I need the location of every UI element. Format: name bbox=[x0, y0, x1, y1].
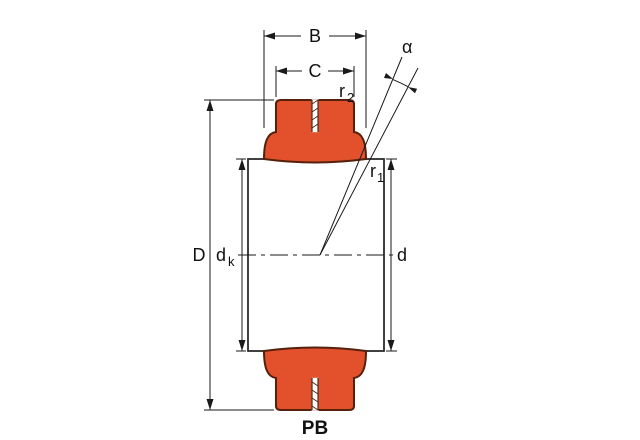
dimension-annotations: B C α r bbox=[193, 26, 419, 411]
label-r2-subscript: 2 bbox=[347, 90, 354, 105]
label-C: C bbox=[309, 61, 322, 81]
diagram-caption: PB bbox=[302, 418, 328, 439]
dimension-B: B bbox=[263, 26, 367, 128]
split-hatch-tick bbox=[311, 381, 319, 387]
arrowhead bbox=[384, 73, 393, 79]
split-hatch-tick bbox=[311, 107, 319, 113]
split-hatch-tick bbox=[311, 99, 319, 105]
arrowhead bbox=[387, 159, 395, 170]
label-r2: r bbox=[339, 81, 345, 101]
split-hatch-tick bbox=[311, 405, 319, 411]
label-D: D bbox=[193, 245, 206, 265]
dimension-alpha: α bbox=[319, 37, 419, 256]
split-hatch-tick bbox=[311, 123, 319, 129]
angle-arc bbox=[392, 78, 409, 88]
arrowhead bbox=[264, 32, 275, 40]
label-r1: r bbox=[370, 161, 376, 181]
split-hatch-tick bbox=[311, 389, 319, 395]
split-hatch-tick bbox=[311, 115, 319, 121]
arrowhead bbox=[355, 32, 366, 40]
bearing-cross-section bbox=[238, 99, 398, 411]
arrowhead bbox=[387, 340, 395, 351]
dimension-dk: d k bbox=[216, 158, 246, 352]
arrowhead bbox=[276, 67, 287, 75]
dimension-r2: r 2 bbox=[339, 81, 354, 105]
tilt-line bbox=[319, 67, 419, 256]
arrowhead bbox=[206, 399, 214, 410]
arrowhead bbox=[206, 100, 214, 111]
label-alpha: α bbox=[402, 37, 412, 57]
label-dk: d bbox=[216, 245, 226, 265]
arrowhead bbox=[343, 67, 354, 75]
label-dk-subscript: k bbox=[228, 254, 235, 269]
dimension-D: D bbox=[193, 99, 274, 411]
dimension-C: C bbox=[275, 61, 355, 97]
dimension-r1: r 1 bbox=[370, 161, 384, 185]
outer-ring-split-bottom bbox=[311, 377, 319, 411]
dimension-d: d bbox=[386, 158, 407, 352]
split-gap bbox=[311, 99, 319, 133]
outer-ring-split-top bbox=[311, 99, 319, 133]
arrowhead bbox=[408, 87, 418, 94]
label-r1-subscript: 1 bbox=[377, 170, 384, 185]
label-d: d bbox=[397, 245, 407, 265]
arrowhead bbox=[238, 340, 246, 351]
split-hatch-tick bbox=[311, 397, 319, 403]
tilt-line bbox=[319, 56, 403, 256]
label-B: B bbox=[309, 26, 321, 46]
split-gap bbox=[311, 377, 319, 411]
arrowhead bbox=[238, 159, 246, 170]
